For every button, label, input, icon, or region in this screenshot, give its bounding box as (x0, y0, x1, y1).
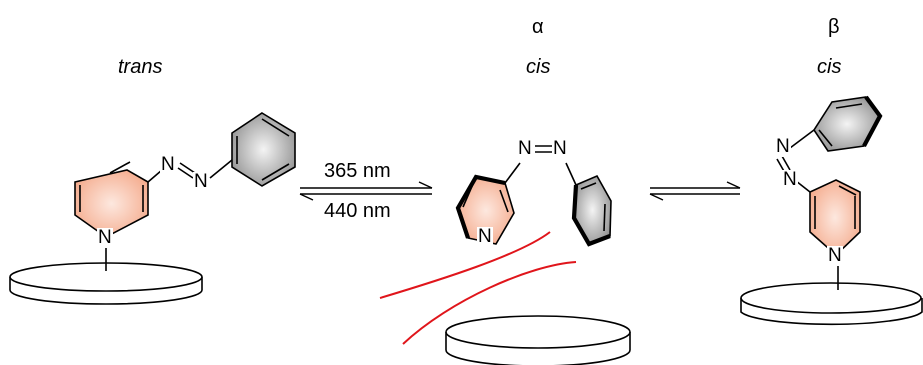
beta-cis-molecule (740, 95, 923, 326)
trans-azo-phenyl-bond (209, 159, 233, 179)
trans-azo-nitrogen-2: N (193, 171, 209, 192)
alpha-pyridine-ring (455, 174, 515, 245)
alpha-cis-label: cis (526, 56, 551, 78)
alpha-surface-disc (445, 315, 631, 365)
beta-azo-nitrogen-2: N (782, 169, 798, 190)
photo-equilibrium-arrows (299, 181, 433, 201)
beta-ring-azo-bond (795, 180, 811, 193)
alpha-cis-molecule (379, 145, 631, 365)
trans-phenyl-ring (231, 112, 296, 187)
forward-wavelength-label: 365 nm (324, 160, 391, 182)
trans-azo-nitrogen-1: N (160, 154, 176, 175)
alpha-ring-azo-bond (504, 162, 521, 184)
beta-pyridine-nitrogen: N (827, 245, 843, 266)
beta-azo-bond (781, 155, 791, 171)
reverse-wavelength-label: 440 nm (324, 200, 391, 222)
alpha-greek-label: α (532, 16, 544, 38)
alpha-azo-nitrogen-2: N (552, 138, 568, 159)
thermal-equilibrium-arrows (649, 181, 741, 201)
beta-cis-label: cis (817, 56, 842, 78)
alpha-pyridine-nitrogen: N (477, 226, 493, 247)
trans-pyridine-ring (74, 161, 149, 238)
beta-pyridine-ring (809, 179, 861, 257)
trans-molecule (9, 112, 296, 305)
beta-surface-disc (740, 282, 923, 326)
trans-pyridine-nitrogen: N (97, 227, 113, 248)
alpha-azo-phenyl-bond (565, 162, 577, 186)
beta-azo-phenyl-bond (789, 129, 815, 149)
beta-phenyl-ring (813, 95, 883, 152)
alpha-phenyl-ring (571, 174, 612, 247)
beta-azo-nitrogen-1: N (775, 136, 791, 157)
trans-azo-bond (177, 167, 194, 179)
red-scribble (379, 231, 551, 299)
alpha-azo-nitrogen-1: N (517, 138, 533, 159)
trans-ring-azo-bond (147, 169, 163, 183)
beta-greek-label: β (828, 16, 840, 38)
trans-label: trans (118, 56, 163, 78)
